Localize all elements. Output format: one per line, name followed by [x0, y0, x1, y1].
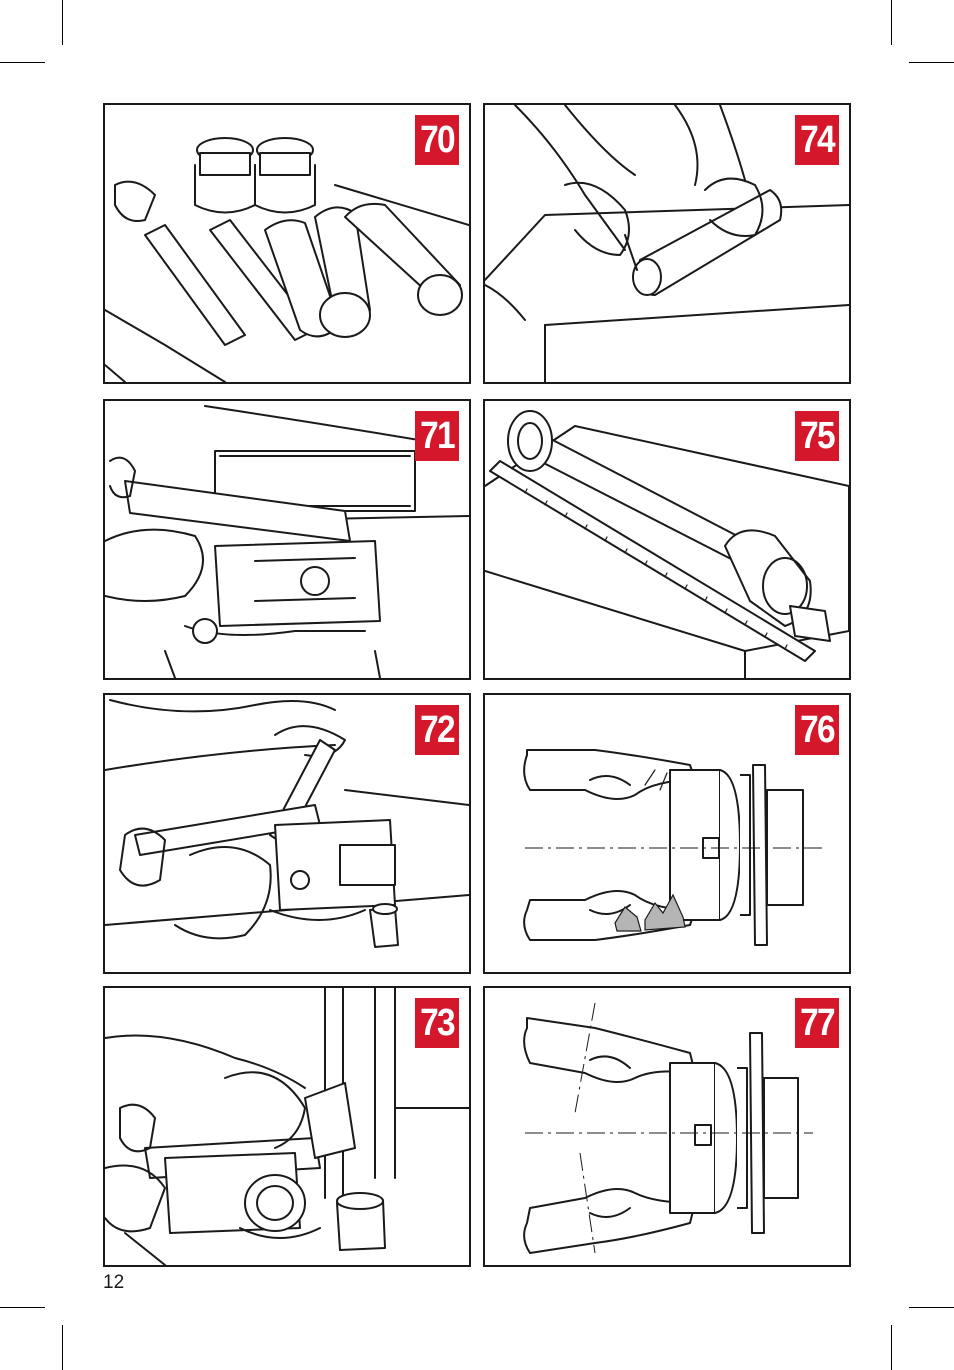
- figure-77-panel: 77: [483, 986, 851, 1267]
- figure-76-panel: 76: [483, 693, 851, 974]
- figure-70-panel: 70: [103, 103, 471, 384]
- crop-mark: [0, 62, 45, 63]
- figure-71-panel: 71: [103, 399, 471, 680]
- figure-74-number: 74: [795, 115, 839, 165]
- crop-mark: [62, 1325, 63, 1370]
- figure-71-number: 71: [415, 411, 459, 461]
- figure-70-number: 70: [415, 115, 459, 165]
- crop-mark: [891, 1325, 892, 1370]
- figure-73-panel: 73: [103, 986, 471, 1267]
- figure-74-panel: 74: [483, 103, 851, 384]
- figure-72-panel: 72: [103, 693, 471, 974]
- figure-72-number: 72: [415, 705, 459, 755]
- page-number: 12: [103, 1272, 124, 1294]
- figure-75-panel: 75: [483, 399, 851, 680]
- figure-75-number: 75: [795, 411, 839, 461]
- crop-mark: [909, 62, 954, 63]
- crop-mark: [0, 1307, 45, 1308]
- figure-77-number: 77: [795, 998, 839, 1048]
- crop-mark: [909, 1307, 954, 1308]
- crop-mark: [891, 0, 892, 45]
- figure-73-number: 73: [415, 998, 459, 1048]
- figure-76-number: 76: [795, 705, 839, 755]
- crop-mark: [62, 0, 63, 45]
